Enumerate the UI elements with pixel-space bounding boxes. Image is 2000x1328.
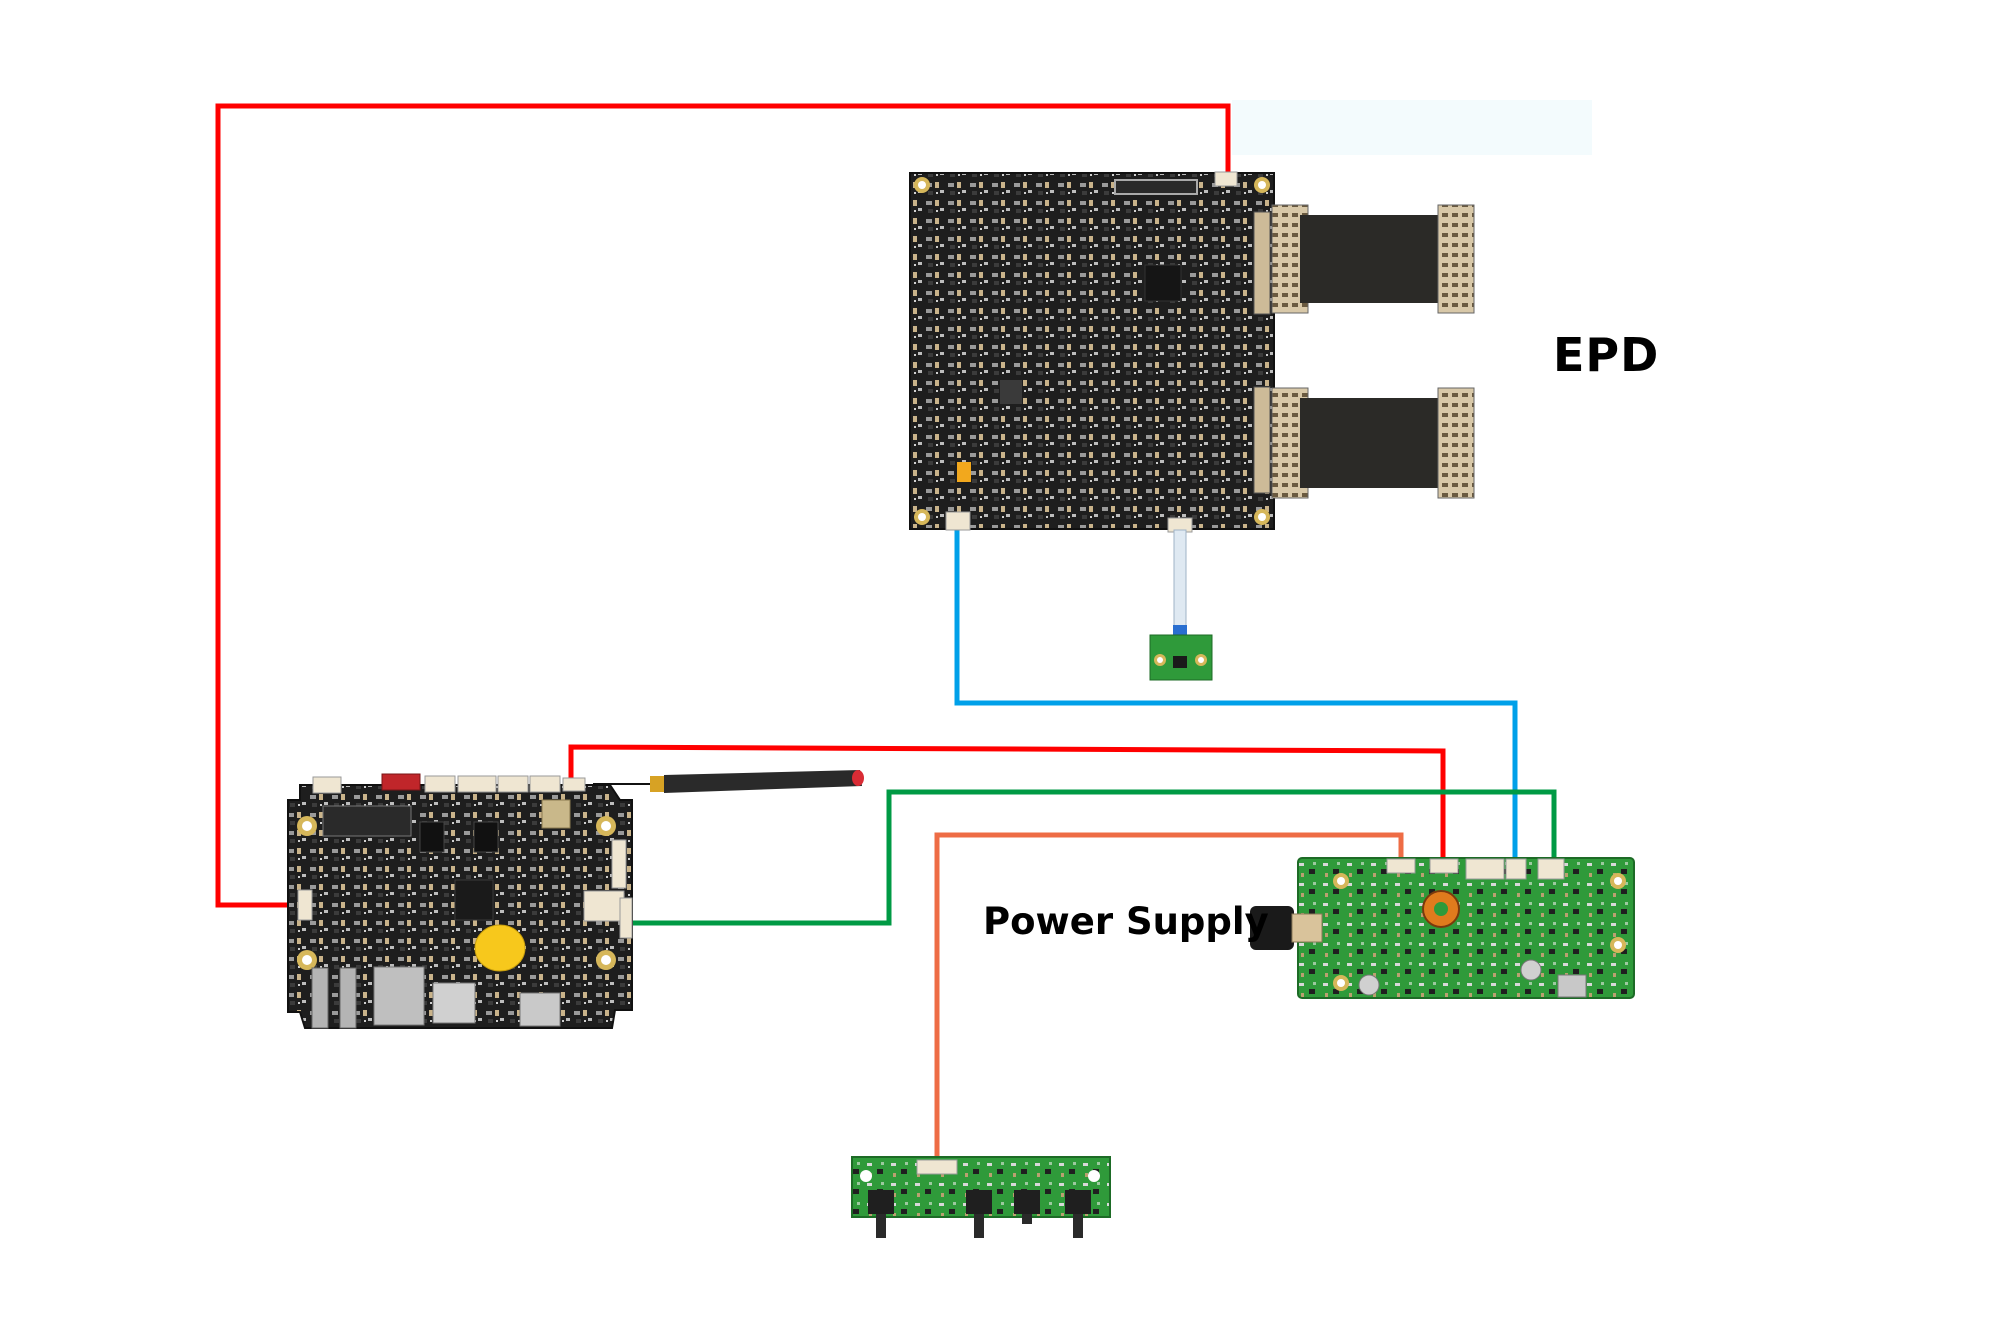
- power-board[interactable]: [1297, 857, 1635, 999]
- fpc-cable-top: [1271, 204, 1475, 314]
- push-button[interactable]: [1014, 1190, 1040, 1224]
- key-connector: [916, 1159, 958, 1175]
- sensor-ribbon-cable: [1173, 529, 1187, 636]
- wire-orange-key-to-power: [934, 832, 1404, 1162]
- power-connector: [1214, 171, 1238, 187]
- usb-c-port: [1557, 974, 1587, 998]
- m2-slot: [322, 805, 412, 837]
- push-button[interactable]: [966, 1190, 992, 1238]
- wire-blue-epd-to-power: [954, 528, 1518, 862]
- memory-chip: [419, 821, 445, 853]
- panel-connector-1: [1253, 211, 1271, 315]
- usb-c-power-plug: [1250, 906, 1323, 950]
- push-button[interactable]: [1065, 1190, 1091, 1238]
- fpc-cable-bottom: [1271, 387, 1475, 499]
- wire-red-main-to-power: [568, 744, 1446, 862]
- antenna: [593, 770, 864, 793]
- usb-port: [339, 967, 357, 1029]
- panel-connector-2: [1253, 386, 1271, 494]
- heatsink: [454, 879, 494, 921]
- wire-red-main-to-epd: [215, 103, 1231, 908]
- main-board[interactable]: [287, 773, 633, 1029]
- key-board[interactable]: [851, 1156, 1111, 1238]
- wire-green-main-to-power: [632, 789, 1557, 926]
- epd-driver-board[interactable]: [909, 171, 1275, 533]
- background-band: [1232, 100, 1592, 155]
- coin-cell-battery: [474, 924, 526, 972]
- ethernet-port: [373, 966, 425, 1026]
- push-button[interactable]: [868, 1190, 894, 1238]
- power-supply-label: Power Supply: [983, 900, 1269, 943]
- wire-connector: [945, 511, 971, 531]
- capacitor: [1520, 959, 1542, 981]
- epd-label: EPD: [1553, 328, 1660, 382]
- memory-chip: [473, 821, 499, 853]
- wires: [215, 103, 1557, 1162]
- sd-card-slot: [432, 982, 476, 1024]
- sensor-board[interactable]: [1149, 529, 1213, 681]
- fpc-connector-top: [1114, 179, 1198, 195]
- controller-chip: [1144, 264, 1182, 302]
- capacitor: [1358, 974, 1380, 996]
- hdmi-port: [519, 992, 561, 1027]
- usb-port: [311, 967, 329, 1029]
- inductor: [1000, 380, 1022, 404]
- wifi-module: [541, 799, 571, 829]
- tantalum-capacitor: [957, 462, 971, 482]
